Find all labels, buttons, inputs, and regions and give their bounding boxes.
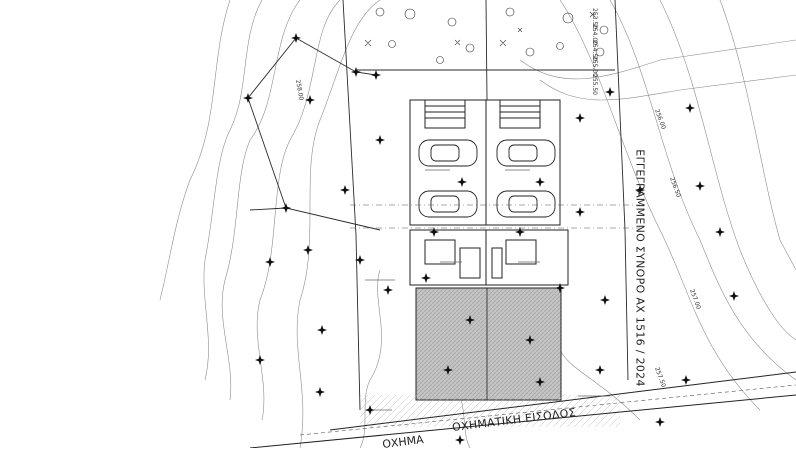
paved-area: [360, 395, 620, 427]
contour-label: 258.00: [294, 79, 305, 101]
hatched-forecourt: [415, 287, 562, 401]
axis-lines: [350, 204, 640, 229]
vegetation-symbols: [364, 7, 609, 64]
annotation-marks: [365, 169, 610, 411]
building-footprint: [409, 99, 569, 286]
contour-label: 257.50: [653, 366, 667, 388]
contour-label: 253.50: [591, 8, 598, 29]
contour-label: 254.50: [591, 40, 598, 61]
road-edges: [249, 371, 796, 448]
contour-label: 256.50: [668, 176, 682, 198]
contour-label: 255.50: [591, 74, 598, 95]
boundary-label: ΕΓΓΕΓΡΑΜΜΕΝΟ ΣΥΝΟΡΟ ΑΧ 1516 / 2024: [633, 149, 647, 387]
contour-label: 256.00: [653, 108, 667, 130]
contour-label: 254.00: [591, 24, 598, 45]
parking-cars: [418, 139, 556, 218]
contour-label: 255.00: [591, 56, 598, 77]
